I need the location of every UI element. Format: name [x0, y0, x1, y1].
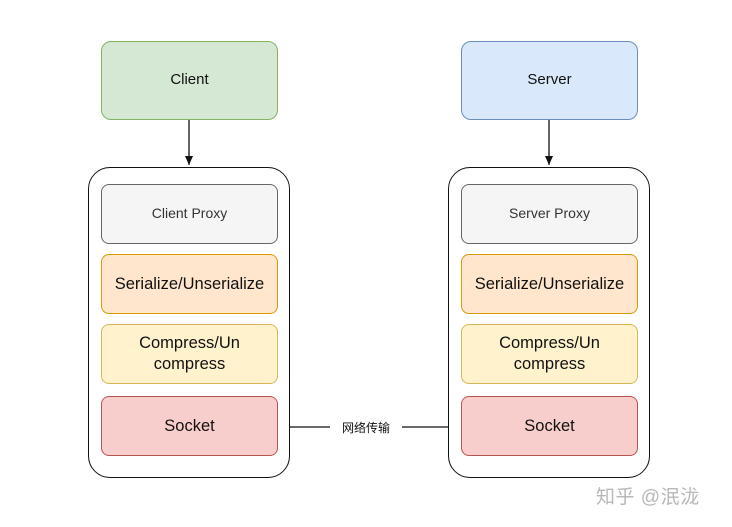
server-serialize-label: Serialize/Unserialize [474, 274, 625, 293]
client-proxy-layer: Client Proxy [101, 184, 278, 244]
client-compress-layer: Compress/Un compress [101, 324, 278, 384]
client-node: Client [101, 41, 278, 120]
server-compress-label: Compress/Un compress [499, 334, 600, 373]
server-serialize-layer: Serialize/Unserialize [461, 254, 638, 314]
client-proxy-label: Client Proxy [151, 205, 228, 222]
client-compress-label: Compress/Un compress [139, 334, 240, 373]
server-label: Server [527, 71, 572, 89]
network-transfer-label: 网络传输 [330, 419, 402, 437]
server-socket-layer: Socket [461, 396, 638, 456]
client-socket-layer: Socket [101, 396, 278, 456]
client-serialize-label: Serialize/Unserialize [114, 274, 265, 293]
server-socket-label: Socket [524, 416, 575, 435]
server-node: Server [461, 41, 638, 120]
watermark: 知乎 @泯泷 [596, 487, 700, 508]
server-proxy-layer: Server Proxy [461, 184, 638, 244]
client-socket-label: Socket [164, 416, 215, 435]
server-proxy-label: Server Proxy [509, 205, 590, 222]
client-label: Client [170, 71, 209, 89]
server-compress-layer: Compress/Un compress [461, 324, 638, 384]
client-serialize-layer: Serialize/Unserialize [101, 254, 278, 314]
